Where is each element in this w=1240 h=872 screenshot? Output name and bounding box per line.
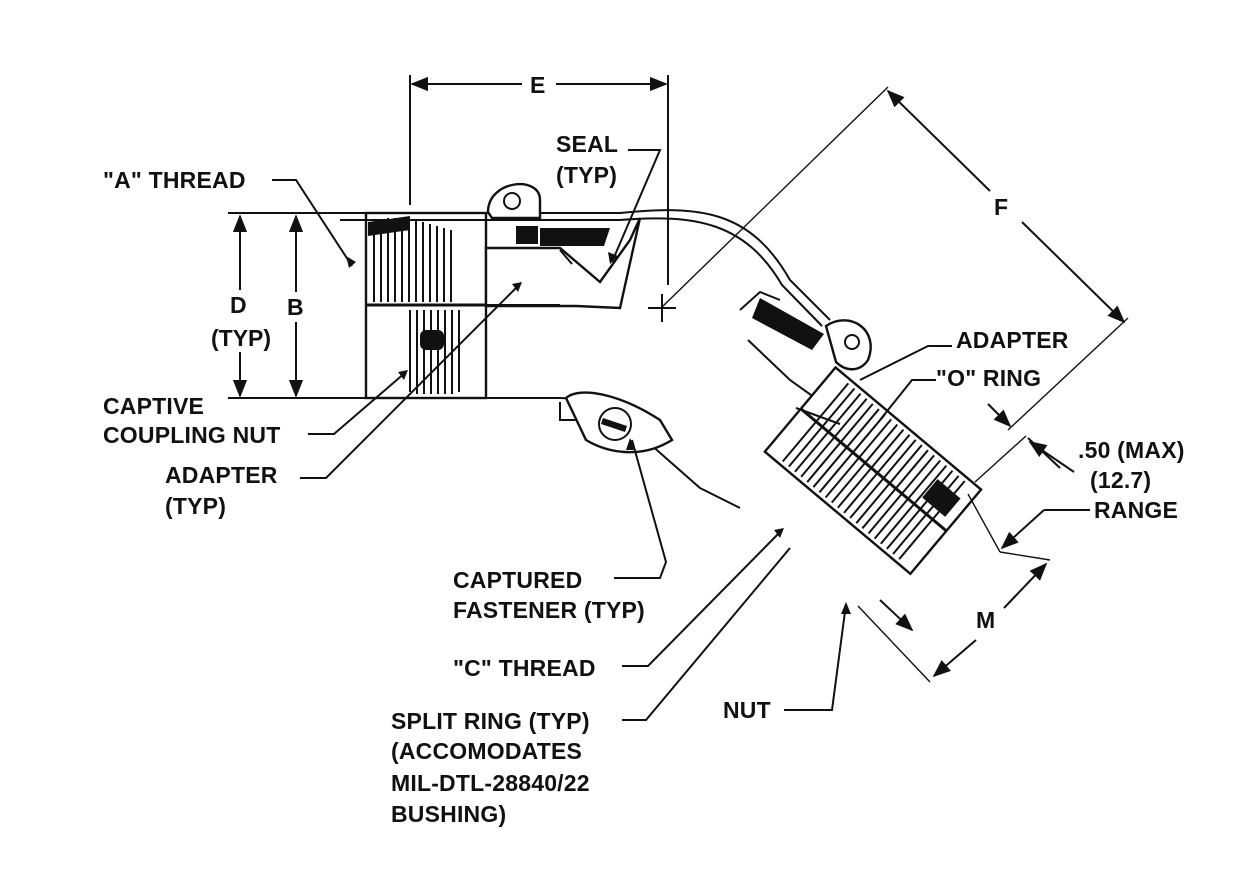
label-fastener-typ: FASTENER (TYP): [453, 597, 645, 623]
dimension-e-label: E: [530, 72, 545, 98]
dimension-right: [857, 403, 1090, 683]
coupling-nut-drawing: [364, 211, 488, 400]
right-nut-drawing: [763, 365, 983, 576]
dimension-f-label: F: [994, 194, 1008, 220]
dimension-d-label: D: [230, 292, 247, 318]
dimension-b-label: B: [287, 294, 304, 320]
label-m: M: [976, 607, 995, 633]
leader-lines: [272, 149, 952, 721]
label-o-ring: "O" RING: [936, 365, 1041, 391]
label-captured: CAPTURED: [453, 567, 582, 593]
label-a-thread: "A" THREAD: [103, 167, 246, 193]
backshell-body-drawing: [340, 183, 872, 509]
label-nut: NUT: [723, 697, 771, 723]
label-split-accomodates: (ACCOMODATES: [391, 738, 582, 764]
dimension-e: E: [409, 72, 669, 285]
captured-fastener-drawing: [564, 391, 674, 454]
label-max: .50 (MAX): [1078, 437, 1185, 463]
dimension-d-b: D (TYP) B: [211, 212, 402, 399]
label-adapter-left-typ: (TYP): [165, 493, 226, 519]
dimension-f: F: [648, 86, 1129, 431]
label-c-thread: "C" THREAD: [453, 655, 596, 681]
callout-labels: "A" THREAD SEAL (TYP) CAPTIVE COUPLING N…: [103, 131, 1185, 827]
label-range: RANGE: [1094, 497, 1178, 523]
label-split-bushing: BUSHING): [391, 801, 506, 827]
label-adapter-left: ADAPTER: [165, 462, 278, 488]
label-adapter-right: ADAPTER: [956, 327, 1069, 353]
label-split-ring: SPLIT RING (TYP): [391, 708, 590, 734]
dimension-d-typ-label: (TYP): [211, 325, 271, 351]
label-seal-typ: (TYP): [556, 162, 617, 188]
label-split-mil-spec: MIL-DTL-28840/22: [391, 770, 590, 796]
label-coupling-nut: COUPLING NUT: [103, 422, 280, 448]
label-seal: SEAL: [556, 131, 618, 157]
label-max-mm: (12.7): [1090, 467, 1151, 493]
label-captive: CAPTIVE: [103, 393, 204, 419]
